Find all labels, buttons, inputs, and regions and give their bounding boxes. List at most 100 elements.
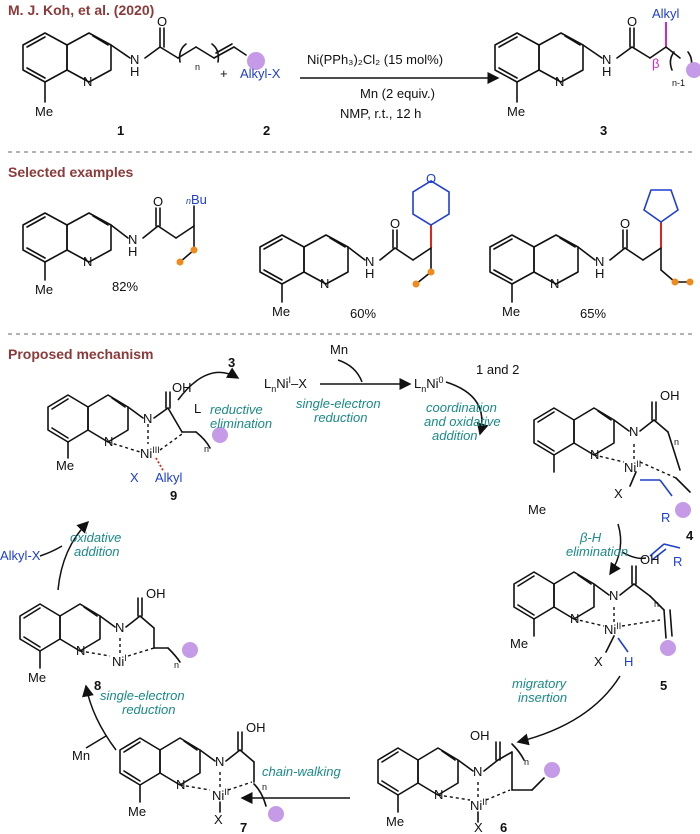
complex-label-8: 8 [94, 678, 101, 693]
atom-n: N [570, 611, 579, 626]
atom-oh: OH [470, 728, 490, 743]
step-elimination: elimination [210, 416, 272, 431]
complex-9-structure [47, 391, 228, 473]
product-3-structure [494, 22, 700, 103]
atom-n: N [83, 254, 92, 269]
condition-catalyst: Ni(PPh₃)₂Cl₂ (15 mol%) [307, 52, 443, 67]
plus-sign: + [220, 66, 228, 81]
subscript-n: n [262, 782, 267, 792]
condition-reductant: Mn (2 equiv.) [360, 86, 435, 101]
coordination-arrow [445, 381, 489, 436]
complex-6-structure [377, 741, 560, 823]
atom-o: O [157, 14, 167, 29]
substituent-ball-icon [212, 427, 228, 443]
atom-x: X [214, 812, 223, 827]
atom-x: X [614, 486, 623, 501]
atom-me: Me [272, 304, 290, 319]
alkyl-x-curve [39, 545, 63, 557]
compound-label-3: 3 [600, 123, 607, 138]
alkene-release-curve [621, 551, 647, 560]
atom-x: X [130, 470, 139, 485]
atom-n: N [555, 74, 564, 89]
atom-oh: OH [146, 586, 166, 601]
atom-h: H [595, 266, 604, 281]
section-selected-examples: Selected examples [8, 164, 134, 180]
reduction-arrow-bottom [82, 684, 117, 751]
step-addition: addition [74, 544, 120, 559]
atom-oh: OH [640, 552, 660, 567]
atom-n: N [629, 424, 638, 439]
complex-label-5: 5 [660, 678, 667, 693]
citation-title: M. J. Koh, et al. (2020) [8, 2, 154, 18]
atom-n: N [176, 777, 185, 792]
substituent-ball-icon [660, 640, 676, 656]
atom-o: O [426, 171, 436, 186]
compound-label-1: 1 [117, 123, 124, 138]
migratory-insertion-arrow [516, 675, 621, 746]
atom-oh: OH [660, 388, 680, 403]
alkyl-x-reagent: Alkyl-X [0, 548, 41, 563]
atom-me: Me [128, 804, 146, 819]
yield-example-2: 60% [350, 306, 376, 321]
atom-h: H [130, 64, 139, 79]
complex-label-6: 6 [500, 820, 507, 834]
atom-n: N [143, 411, 152, 426]
atom-h: H [602, 64, 611, 79]
yield-example-1: 82% [112, 279, 138, 294]
complex-5-structure [513, 565, 676, 656]
mn-top: Mn [330, 342, 348, 357]
lnni0: LnNi0 [414, 375, 444, 394]
section-proposed-mechanism: Proposed mechanism [8, 346, 154, 362]
substituent-ball-icon [675, 502, 691, 518]
atom-n: N [115, 620, 124, 635]
substituent-ball-icon [268, 806, 284, 822]
atom-n: N [320, 276, 329, 291]
atom-n: N [434, 787, 443, 802]
atom-n: N [83, 74, 92, 89]
atom-h: H [365, 266, 374, 281]
subscript-n: n [674, 437, 679, 447]
reactant-1-structure [22, 27, 265, 103]
reductive-elimination-arrow [177, 367, 240, 401]
step-reductive: reductive [210, 402, 263, 417]
atom-n: N [130, 52, 139, 67]
reagent-alkyl-x: Alkyl-X [240, 66, 281, 81]
complex-label-4: 4 [686, 528, 694, 543]
atom-oh: OH [172, 380, 192, 395]
atom-me: Me [28, 670, 46, 685]
ni-7: NiII [212, 787, 229, 803]
step-reduction: reduction [122, 702, 175, 717]
atom-h: H [128, 244, 137, 259]
atom-me: Me [510, 636, 528, 651]
step-insertion: insertion [518, 690, 567, 705]
atom-o: O [153, 194, 163, 209]
atom-n: N [365, 254, 374, 269]
atom-me: Me [507, 104, 525, 119]
atom-me: Me [35, 282, 53, 297]
step-oxidative: oxidative [70, 530, 121, 545]
atom-x: X [474, 820, 483, 834]
alkyl-on-ni: Alkyl [155, 470, 183, 485]
atom-n: N [590, 447, 599, 462]
step-single-electron: single-electron [296, 396, 381, 411]
example-1-structure [22, 205, 198, 281]
atom-n: N [602, 52, 611, 67]
step-and-oxidative: and oxidative [424, 414, 501, 429]
atom-n: N [128, 232, 137, 247]
subscript-n: n [174, 660, 179, 670]
condition-solvent: NMP, r.t., 12 h [340, 106, 421, 121]
step-reduction: reduction [314, 410, 367, 425]
atom-n: N [76, 643, 85, 658]
atom-oh: OH [246, 720, 266, 735]
atom-n: N [595, 254, 604, 269]
complex-4-structure [533, 401, 691, 518]
atom-x: X [594, 654, 603, 669]
step-addition: addition [432, 428, 478, 443]
example-3-structure [489, 189, 694, 303]
complex-7-structure [119, 731, 284, 822]
complex-8-structure [19, 597, 198, 669]
complex-label-7: 7 [240, 820, 247, 834]
ligand-l: L [194, 401, 201, 416]
compound-label-2: 2 [263, 123, 270, 138]
